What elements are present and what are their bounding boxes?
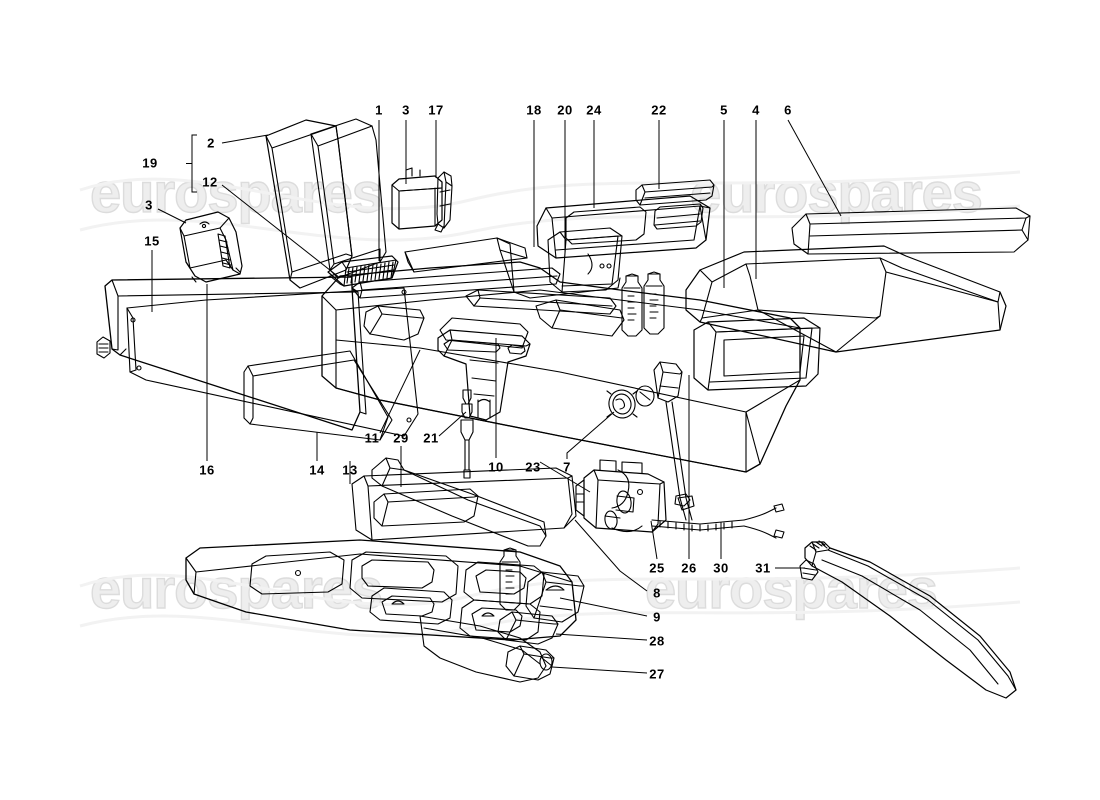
part-control-unit-3 bbox=[179, 211, 243, 283]
callout-number-19: 19 bbox=[142, 155, 158, 171]
callout-number-27: 27 bbox=[649, 666, 665, 682]
part-canister-lower bbox=[499, 547, 521, 611]
leader-line-3b bbox=[157, 208, 187, 224]
callout-number-8: 8 bbox=[653, 585, 661, 601]
part-canister-pair bbox=[621, 271, 665, 337]
part-a-post-trim-2 bbox=[265, 119, 353, 289]
callout-number-2: 2 bbox=[207, 135, 215, 151]
part-strap-17 bbox=[434, 171, 453, 233]
callout-number-16: 16 bbox=[199, 462, 215, 478]
callout-number-1: 1 bbox=[375, 102, 383, 118]
callout-number-5: 5 bbox=[720, 102, 728, 118]
callout-number-26: 26 bbox=[681, 560, 697, 576]
callout-number-3a: 3 bbox=[402, 102, 410, 118]
callout-number-20: 20 bbox=[557, 102, 573, 118]
callout-number-10: 10 bbox=[488, 459, 504, 475]
callout-number-30: 30 bbox=[713, 560, 729, 576]
leader-line-11 bbox=[379, 349, 421, 434]
part-small-clip bbox=[674, 493, 691, 507]
callout-number-12: 12 bbox=[202, 174, 218, 190]
part-inner-trim-panel-16 bbox=[126, 287, 419, 437]
part-electronic-box-3a bbox=[391, 167, 443, 230]
leader-line-27 bbox=[551, 666, 648, 674]
part-wiring-harness-30 bbox=[651, 503, 785, 539]
part-centre-console-body bbox=[321, 261, 801, 473]
callout-number-7: 7 bbox=[563, 459, 571, 475]
part-trim-strip-22 bbox=[635, 179, 715, 206]
part-floor-tunnel-panel bbox=[185, 539, 577, 683]
callout-number-6: 6 bbox=[784, 102, 792, 118]
leader-line-7 bbox=[566, 411, 615, 459]
callout-number-15: 15 bbox=[144, 233, 160, 249]
callout-number-3b: 3 bbox=[145, 197, 153, 213]
callout-number-4: 4 bbox=[752, 102, 760, 118]
callout-number-13: 13 bbox=[342, 462, 358, 478]
callout-number-22: 22 bbox=[651, 102, 667, 118]
callout-number-23: 23 bbox=[525, 459, 541, 475]
part-lower-console-13 bbox=[351, 467, 577, 541]
part-curved-rail-31 bbox=[799, 540, 1017, 699]
part-carpet-trim-14 bbox=[243, 350, 393, 441]
callout-number-21: 21 bbox=[423, 430, 439, 446]
callout-number-24: 24 bbox=[586, 102, 602, 118]
leader-line-25 bbox=[650, 520, 658, 560]
part-bracket-28 bbox=[497, 611, 559, 645]
bracket-19 bbox=[186, 134, 197, 193]
part-cylinder-27 bbox=[505, 645, 555, 681]
part-shift-knob-21 bbox=[460, 389, 474, 479]
leader-line-2 bbox=[221, 134, 269, 144]
callout-number-25: 25 bbox=[649, 560, 665, 576]
leader-line-12 bbox=[221, 184, 341, 279]
part-control-knobs-7 bbox=[606, 385, 655, 419]
part-handle-rail-29 bbox=[371, 457, 547, 547]
part-latch-mechanism-23 bbox=[575, 459, 667, 533]
part-long-trim-strip-6 bbox=[791, 207, 1031, 255]
part-console-lid-5 bbox=[685, 245, 1007, 353]
callout-number-11: 11 bbox=[364, 430, 380, 446]
part-shifter-boot-10 bbox=[437, 329, 531, 421]
part-air-vent-9 bbox=[525, 571, 585, 623]
callout-number-29: 29 bbox=[393, 430, 409, 446]
leader-line-21 bbox=[438, 411, 467, 437]
leader-line-9 bbox=[559, 597, 648, 617]
callout-number-17: 17 bbox=[428, 102, 444, 118]
leader-line-6 bbox=[787, 119, 842, 217]
callout-number-14: 14 bbox=[309, 462, 325, 478]
callout-number-9: 9 bbox=[653, 609, 661, 625]
callout-number-31: 31 bbox=[755, 560, 771, 576]
callout-number-28: 28 bbox=[649, 633, 665, 649]
leader-line-8 bbox=[574, 519, 648, 592]
callout-number-18: 18 bbox=[526, 102, 542, 118]
leader-line-23 bbox=[539, 461, 591, 493]
leader-line-28 bbox=[555, 633, 648, 641]
